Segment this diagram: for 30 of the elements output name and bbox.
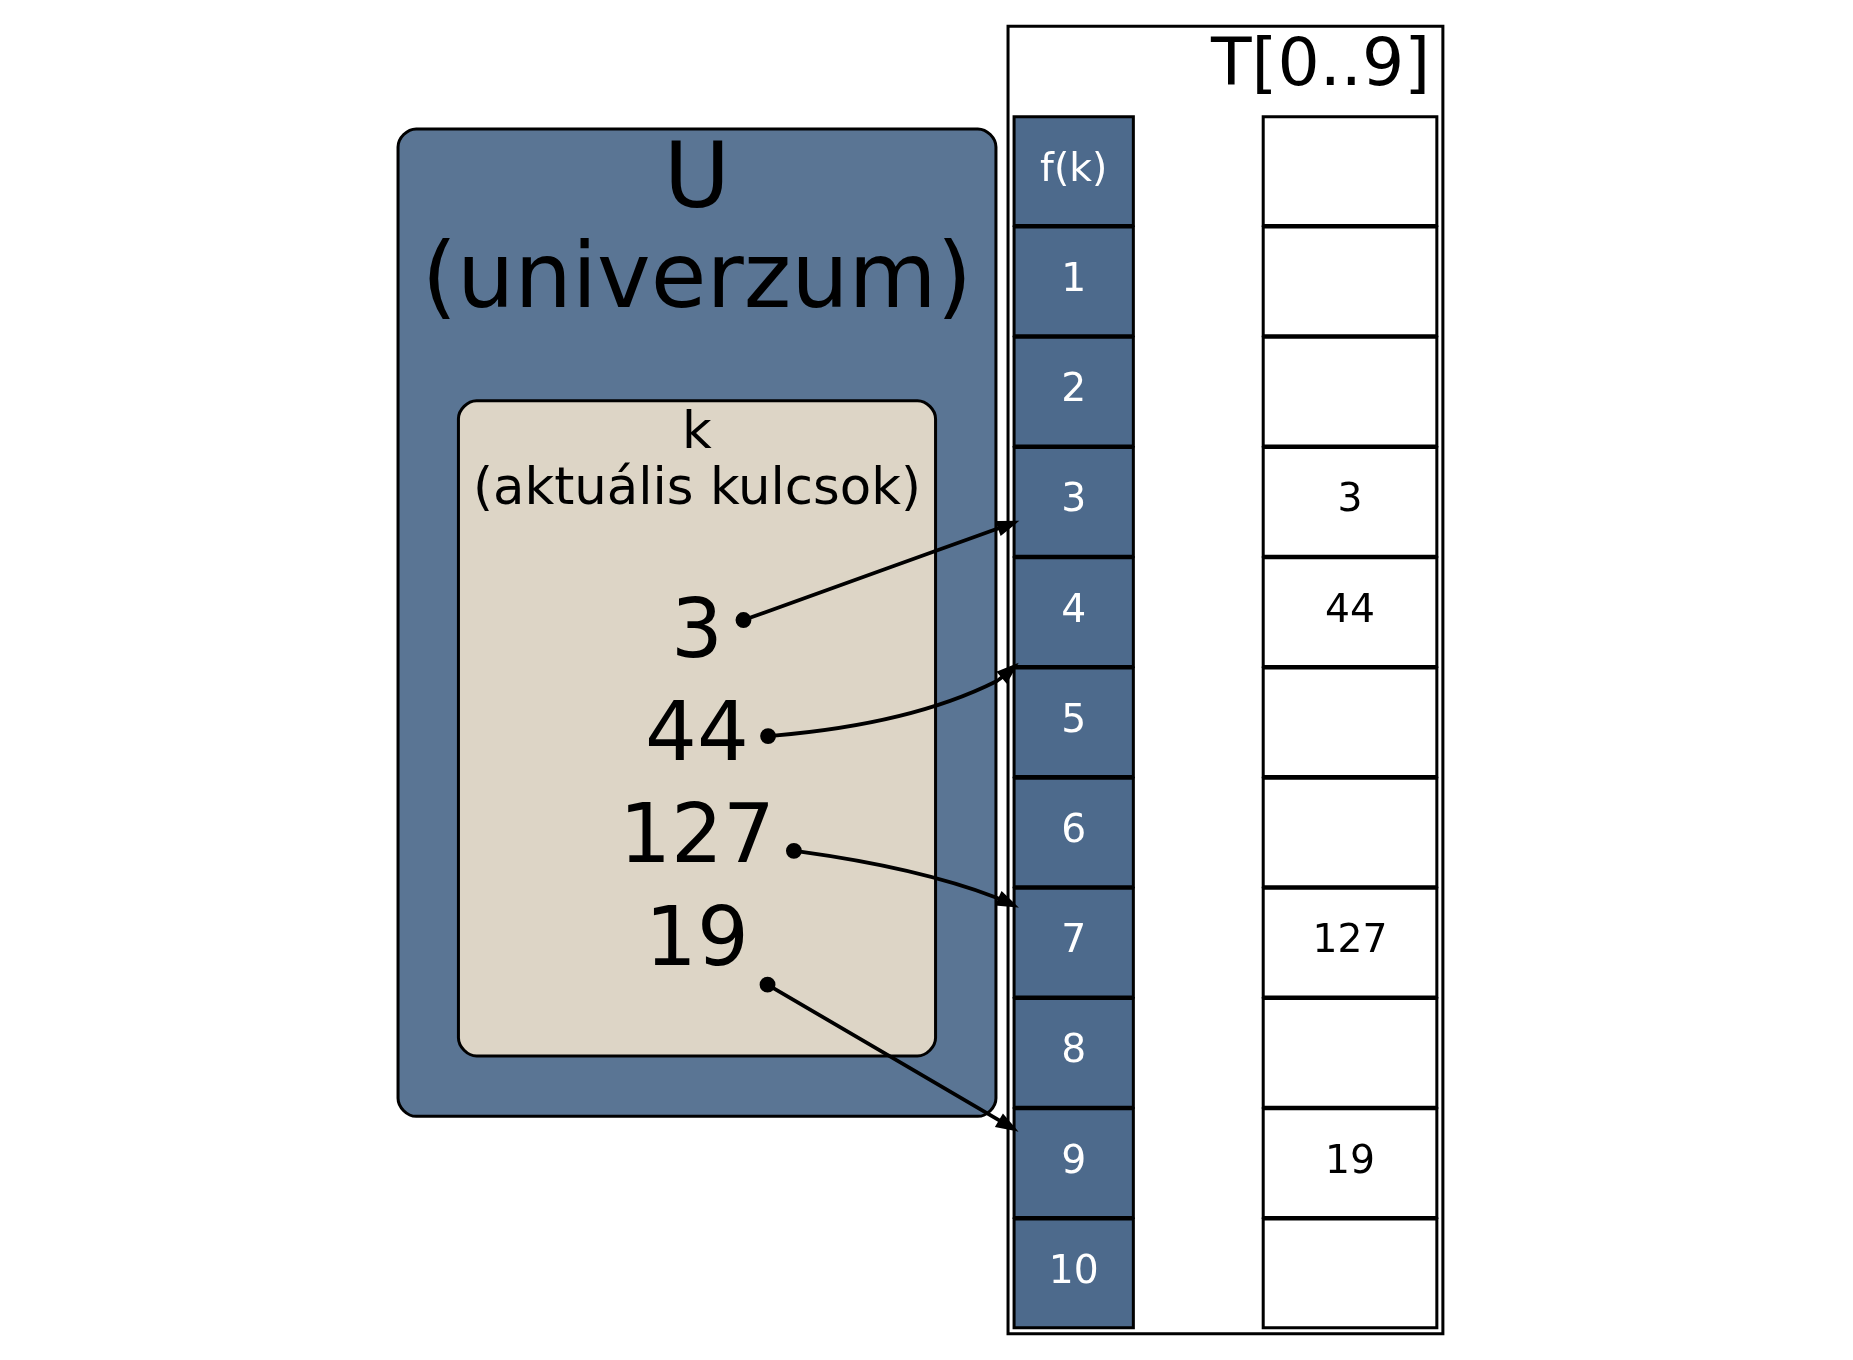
node-box: [1261, 776, 1439, 889]
arrow: [760, 662, 1019, 744]
node-text: 19: [645, 888, 749, 984]
node-box: [1261, 225, 1439, 338]
node-box: [1261, 1217, 1439, 1330]
node-box: [1261, 115, 1439, 228]
node-box: 44: [1261, 556, 1439, 668]
node-box: [1261, 997, 1439, 1109]
node-box: [1261, 335, 1439, 448]
node-box: 3: [1012, 445, 1135, 558]
node-box: 127: [1261, 886, 1439, 999]
node-box: 8: [1012, 997, 1135, 1109]
arrow: [759, 976, 1019, 1132]
arrow: [785, 842, 1019, 908]
node-box: 10: [1012, 1217, 1135, 1330]
node-box: f(k): [1012, 115, 1135, 228]
node-box: 9: [1012, 1107, 1135, 1220]
node-box: 6: [1012, 776, 1135, 889]
node-box: 5: [1012, 666, 1135, 779]
node-box: 7: [1012, 886, 1135, 999]
node-box: [1261, 666, 1439, 779]
node-box: 2: [1012, 335, 1135, 448]
node-text: 44: [645, 683, 749, 779]
node-text: 127: [619, 786, 775, 882]
node-box: 1: [1012, 225, 1135, 338]
node-box: 4: [1012, 556, 1135, 668]
node-box: 3: [1261, 445, 1439, 558]
arrow: [735, 520, 1020, 628]
node-box: 19: [1261, 1107, 1439, 1220]
node-text: 3: [671, 580, 723, 676]
